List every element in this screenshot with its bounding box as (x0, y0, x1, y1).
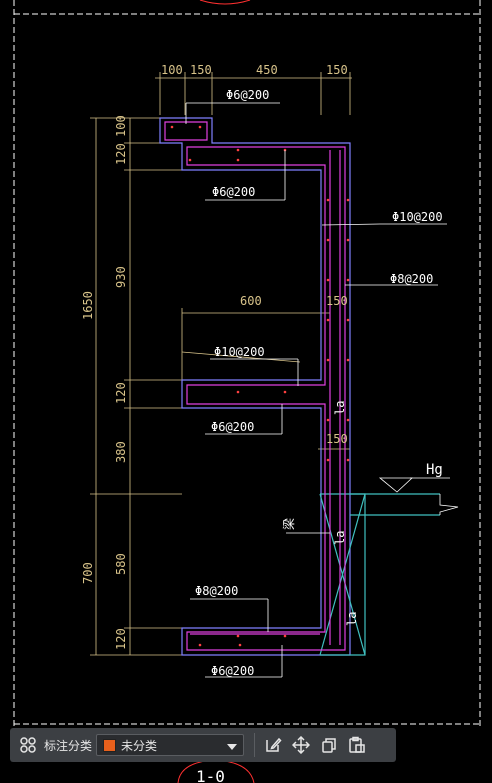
move-icon[interactable] (287, 731, 315, 759)
hg-label: Hg (426, 462, 443, 478)
dim-top-150b: 150 (326, 63, 348, 77)
dim-left-120a: 120 (114, 143, 128, 165)
dim-left-930: 930 (114, 266, 128, 288)
beam-label: 梁 (281, 518, 296, 530)
concrete-outline (159, 117, 440, 656)
leader-lines (185, 102, 459, 678)
annotation-toolbar: 标注分类 未分类 (10, 728, 396, 762)
chevron-down-icon (227, 736, 238, 755)
la-label-2: la (333, 531, 347, 545)
dim-1650: 1650 (81, 291, 95, 320)
edit-icon[interactable] (259, 731, 287, 759)
dimension-lines (90, 72, 352, 656)
dim-700: 700 (81, 562, 95, 584)
dim-left-120c: 120 (114, 628, 128, 650)
paste-icon[interactable] (343, 731, 371, 759)
dim-left-100: 100 (114, 115, 128, 137)
dim-top-450: 450 (256, 63, 278, 77)
bottom-partial-label: 1-0 (196, 767, 225, 783)
rebar-label-right-a: Φ10@200 (392, 210, 443, 224)
rebar-label-mid-b: Φ6@200 (211, 420, 254, 434)
dim-top-150a: 150 (190, 63, 212, 77)
grid-icon[interactable] (14, 731, 42, 759)
category-label: 标注分类 (44, 738, 93, 753)
dim-left-120b: 120 (114, 382, 128, 404)
rebar-dots (170, 125, 350, 647)
la-label-3: la (345, 612, 359, 626)
la-label-1: la (333, 401, 347, 415)
dim-150-mid: 150 (326, 294, 348, 308)
drawing-frame (13, 0, 481, 783)
category-color-swatch (103, 738, 117, 752)
rebar-label-top-b: Φ6@200 (212, 185, 255, 199)
rebar-label-top-a: Φ6@200 (226, 88, 269, 102)
rebar-label-bot-b: Φ6@200 (211, 664, 254, 678)
copy-icon[interactable] (315, 731, 343, 759)
category-value: 未分类 (121, 738, 158, 753)
rebar-texts: Φ6@200 Φ6@200 Φ10@200 Φ8@200 Φ10@200 Φ6@… (195, 88, 443, 783)
category-dropdown[interactable]: 未分类 (96, 734, 245, 756)
dim-top-100: 100 (161, 63, 183, 77)
rebar-lines (164, 121, 346, 651)
dim-600: 600 (240, 294, 262, 308)
toolbar-divider (254, 733, 256, 757)
rebar-label-bot-a: Φ8@200 (195, 584, 238, 598)
dimension-texts: 100 150 450 150 600 150 150 100 120 930 … (81, 63, 348, 650)
dim-left-580: 580 (114, 553, 128, 575)
dim-left-380: 380 (114, 441, 128, 463)
dim-150-low: 150 (326, 432, 348, 446)
rebar-label-right-b: Φ8@200 (390, 272, 433, 286)
rebar-label-mid-a: Φ10@200 (214, 345, 265, 359)
